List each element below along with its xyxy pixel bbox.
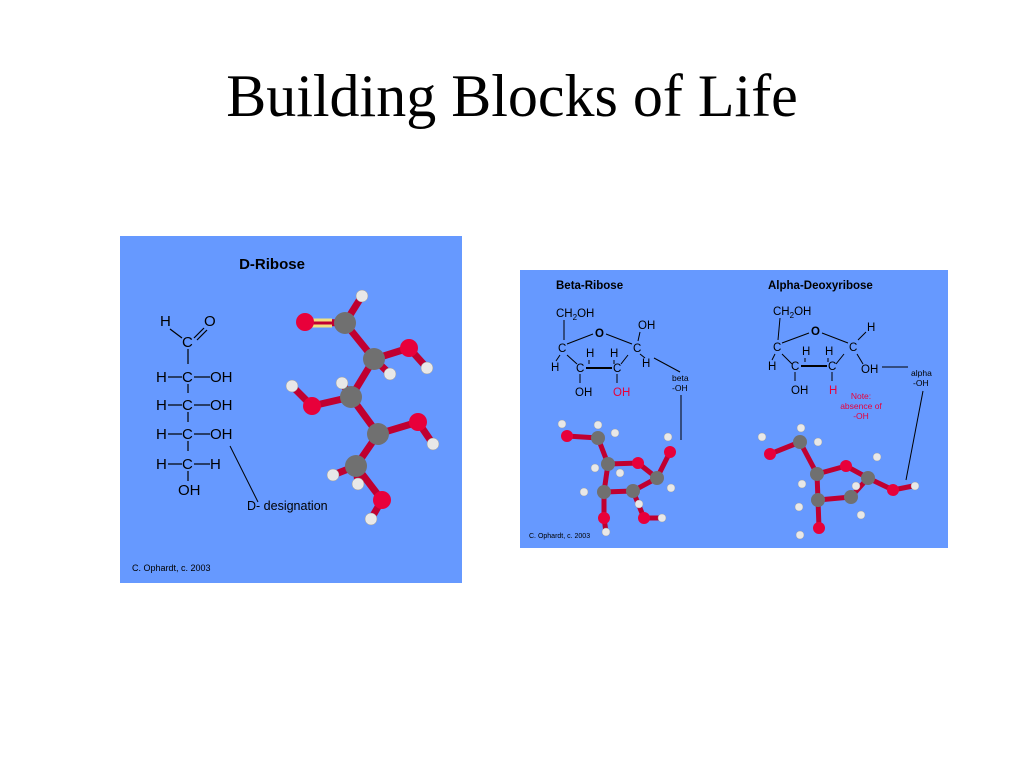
fischer-row1-left: H xyxy=(156,369,167,386)
beta-ch2oh-oh: OH xyxy=(577,308,594,320)
alpha-deoxyribose-title: Alpha-Deoxyribose xyxy=(768,280,873,292)
svg-text:CH2OH: CH2OH xyxy=(556,308,594,322)
svg-text:CH2OH: CH2OH xyxy=(773,306,811,320)
beta-h-mid1: H xyxy=(586,348,594,360)
fischer-aldehyde-o: O xyxy=(204,313,216,330)
beta-h-left: H xyxy=(551,362,559,374)
beta-oh-bottom2-highlight: OH xyxy=(613,387,630,399)
slide-title: Building Blocks of Life xyxy=(226,63,798,129)
beta-c1: C xyxy=(558,343,566,355)
fischer-bottom-oh: OH xyxy=(178,482,201,499)
alpha-deoxyribose-structure: Alpha-Deoxyribose CH2OH O H C C OH H H H… xyxy=(768,280,932,481)
fischer-c1: C xyxy=(182,334,193,351)
beta-h-right: H xyxy=(642,358,650,370)
alpha-c4: C xyxy=(849,342,857,354)
beta-ring-o: O xyxy=(595,328,604,340)
d-ribose-panel: D-Ribose H O C H C OH H C OH H C xyxy=(120,236,462,583)
beta-note-line2: -OH xyxy=(672,383,688,393)
alpha-ch2oh-oh: OH xyxy=(794,306,811,318)
left-credit: C. Ophardt, c. 2003 xyxy=(132,563,211,573)
alpha-note-red-2: absence of xyxy=(840,401,882,411)
alpha-c2: C xyxy=(791,361,799,373)
fischer-projection: H O C H C OH H C OH H C OH H xyxy=(156,313,233,499)
beta-note-line1: beta xyxy=(672,373,689,383)
fischer-row2-left: H xyxy=(156,397,167,414)
beta-ch2oh-ch: CH xyxy=(556,308,573,320)
ribose-comparison-diagram: Beta-Ribose CH2OH O OH C C H H H H C C xyxy=(529,280,932,540)
alpha-c1: C xyxy=(773,342,781,354)
alpha-oh-bottom: OH xyxy=(791,385,808,397)
beta-h-mid2: H xyxy=(610,348,618,360)
beta-ribose-3d-model xyxy=(557,419,676,537)
beta-c3: C xyxy=(613,363,621,375)
fischer-c4: C xyxy=(182,426,193,443)
fischer-aldehyde-h: H xyxy=(160,313,171,330)
fischer-c5: C xyxy=(182,456,193,473)
alpha-ring-o: O xyxy=(811,326,820,338)
alpha-deoxyribose-3d-model xyxy=(757,423,920,540)
d-ribose-title: D-Ribose xyxy=(239,256,305,273)
d-designation-label: D- designation xyxy=(247,499,328,513)
right-credit: C. Ophardt, c. 2003 xyxy=(529,533,590,540)
fischer-row4-right: H xyxy=(210,456,221,473)
fischer-row3-right: OH xyxy=(210,426,233,443)
fischer-row4-left: H xyxy=(156,456,167,473)
annotation-pointer xyxy=(229,445,259,503)
alpha-note-red-1: Note: xyxy=(851,391,871,401)
beta-oh-bottom1: OH xyxy=(575,387,592,399)
alpha-note-line2: -OH xyxy=(913,378,929,388)
beta-c4: C xyxy=(633,343,641,355)
fischer-c3: C xyxy=(182,397,193,414)
fischer-c2: C xyxy=(182,369,193,386)
d-ribose-diagram: D-Ribose H O C H C OH H C OH H C xyxy=(132,256,440,573)
alpha-h-top: H xyxy=(867,322,875,334)
fischer-row2-right: OH xyxy=(210,397,233,414)
beta-ribose-structure: Beta-Ribose CH2OH O OH C C H H H H C C xyxy=(551,280,689,440)
alpha-h-bottom-highlight: H xyxy=(829,385,837,397)
beta-ch2oh-sub: 2 xyxy=(573,313,578,322)
alpha-oh-right: OH xyxy=(861,364,878,376)
alpha-h-mid2: H xyxy=(825,346,833,358)
beta-oh-top: OH xyxy=(638,320,655,332)
fischer-row3-left: H xyxy=(156,426,167,443)
fischer-row1-right: OH xyxy=(210,369,233,386)
alpha-c3: C xyxy=(828,361,836,373)
alpha-note-line1: alpha xyxy=(911,368,932,378)
alpha-note-red-3: -OH xyxy=(853,411,869,421)
alpha-ch2oh-sub: 2 xyxy=(790,311,795,320)
d-ribose-3d-model xyxy=(285,289,440,526)
beta-ribose-title: Beta-Ribose xyxy=(556,280,623,292)
beta-c2: C xyxy=(576,363,584,375)
ribose-comparison-panel: Beta-Ribose CH2OH O OH C C H H H H C C xyxy=(520,270,948,548)
alpha-ch2oh-ch: CH xyxy=(773,306,790,318)
alpha-h-mid1: H xyxy=(802,346,810,358)
alpha-h-left: H xyxy=(768,361,776,373)
